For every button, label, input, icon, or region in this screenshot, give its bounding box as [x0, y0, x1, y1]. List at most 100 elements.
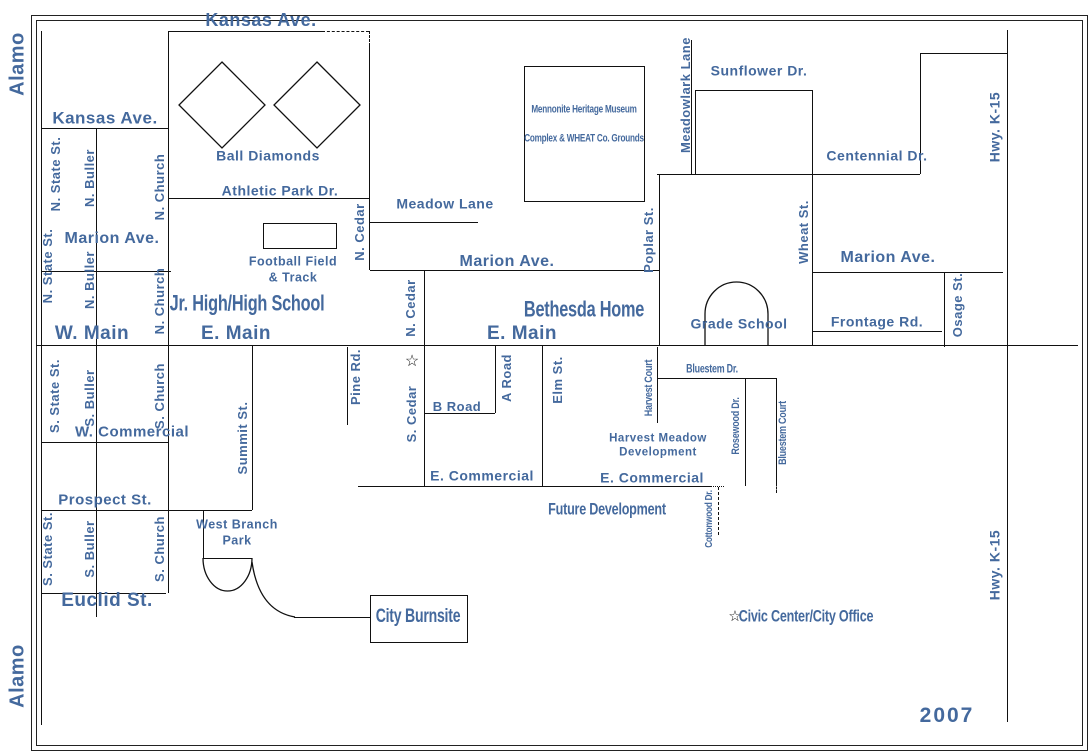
- sunflower-block-top-line: [695, 90, 812, 91]
- road-line-b-road: [424, 413, 495, 414]
- road-line-meadowlark-lane: [691, 40, 692, 174]
- place-label-civic-center: Civic Center/City Office: [738, 606, 874, 626]
- place-label-jr-high-school: Jr. High/High School: [169, 290, 325, 316]
- street-label-rosewood-dr: Rosewood Dr.: [730, 397, 743, 455]
- street-label-s-state-st-1: S. State St.: [46, 359, 62, 433]
- street-label-n-church-2: N. Church: [151, 267, 167, 335]
- road-line-centennial-jog: [920, 53, 921, 174]
- road-line-kansas-ave-west: [41, 128, 168, 129]
- civic-center-star-icon: ☆: [728, 608, 742, 625]
- road-line-cedar-south: [424, 270, 425, 486]
- road-line-n-cedar-north: [369, 46, 370, 270]
- road-line-rosewood-dr: [745, 378, 746, 486]
- sunflower-block-west-line: [695, 90, 696, 174]
- park-bottom-line: [203, 558, 252, 559]
- street-label-hwy-k15-bottom: Hwy. K-15: [986, 529, 1003, 601]
- road-line-n-cedar-dashed-top: [369, 31, 370, 46]
- map-year: 2007: [919, 703, 975, 727]
- street-label-poplar-st: Poplar St.: [640, 207, 656, 273]
- street-label-hwy-k15-top: Hwy. K-15: [986, 91, 1003, 163]
- street-label-n-church-1: N. Church: [151, 153, 167, 221]
- place-label-city-burnsite: City Burnsite: [375, 606, 461, 628]
- street-label-centennial-dr: Centennial Dr.: [826, 147, 928, 164]
- road-line-meadow-lane: [370, 222, 478, 223]
- street-label-e-main-2: E. Main: [486, 323, 558, 345]
- street-label-n-buller-2: N. Buller: [81, 251, 97, 309]
- street-label-harvest-court: Harvest Court: [643, 359, 656, 417]
- street-label-s-buller-1: S. Buller: [81, 369, 97, 427]
- museum-building-box: [524, 66, 645, 202]
- street-label-marion-ave-east: Marion Ave.: [840, 249, 936, 266]
- place-label-mennonite-museum: Mennonite Heritage Museum Complex & WHEA…: [524, 103, 644, 144]
- road-line-pine-rd: [347, 347, 348, 425]
- football-field-box: [263, 223, 337, 249]
- place-label-ball-diamonds: Ball Diamonds: [216, 147, 320, 164]
- street-label-w-main: W. Main: [54, 323, 130, 345]
- road-line-e-commercial-dotted: [710, 486, 724, 487]
- road-line-cottonwood-dr: [718, 487, 719, 535]
- street-label-e-commercial-2: E. Commercial: [600, 469, 704, 486]
- street-label-kansas-ave-top: Kansas Ave.: [205, 9, 317, 30]
- place-label-bethesda-home: Bethesda Home: [523, 296, 645, 322]
- street-label-a-road: A Road: [498, 353, 514, 403]
- street-label-meadow-lane: Meadow Lane: [396, 195, 494, 212]
- street-label-meadowlark-lane: Meadowlark Lane: [677, 37, 693, 153]
- street-label-cottonwood-dr: Cottonwood Dr.: [703, 490, 715, 548]
- map-border-outer: [31, 15, 1088, 751]
- street-label-e-commercial-1: E. Commercial: [430, 467, 534, 484]
- street-label-n-state-st-2: N. State St.: [39, 228, 55, 304]
- road-line-osage-st: [944, 272, 945, 347]
- street-label-b-road: B Road: [432, 398, 482, 414]
- street-label-athletic-park-dr: Athletic Park Dr.: [221, 182, 339, 199]
- street-label-marion-ave-mid: Marion Ave.: [459, 253, 555, 270]
- street-label-elm-st: Elm St.: [549, 356, 565, 404]
- road-line-summit-st: [252, 345, 253, 510]
- street-label-bluestem-dr: Bluestem Dr.: [686, 361, 738, 376]
- street-label-pine-rd: Pine Rd.: [347, 348, 363, 406]
- street-label-summit-st: Summit St.: [234, 401, 250, 475]
- street-label-s-church-2: S. Church: [151, 516, 167, 582]
- street-label-frontage-rd: Frontage Rd.: [830, 313, 924, 330]
- road-line-frontage-rd: [812, 331, 942, 332]
- road-line-athletic-park-dr: [168, 198, 369, 199]
- street-label-marion-ave-west: Marion Ave.: [64, 230, 160, 247]
- road-line-church-st: [168, 31, 169, 593]
- place-label-future-development: Future Development: [548, 499, 666, 519]
- place-label-harvest-meadow-development: Harvest Meadow Development: [609, 432, 707, 459]
- road-line-elm-st: [542, 345, 543, 486]
- street-label-euclid-st: Euclid St.: [61, 590, 153, 612]
- street-label-s-cedar: S. Cedar: [403, 385, 419, 443]
- road-line-centennial-dr-north: [920, 53, 1007, 54]
- road-line-wheat-st: [812, 90, 813, 345]
- street-label-kansas-ave-west: Kansas Ave.: [52, 108, 158, 128]
- road-line-hwy-k15: [1007, 30, 1008, 722]
- road-line-marion-ave-west: [41, 271, 171, 272]
- street-label-bluestem-court: Bluestem Court: [777, 401, 790, 465]
- street-label-w-commercial: W. Commercial: [74, 423, 190, 441]
- road-line-bluestem-dr: [657, 378, 776, 379]
- street-label-e-main-1: E. Main: [200, 323, 272, 345]
- athletic-park-top-line-dashed: [322, 31, 369, 32]
- street-label-s-church-1: S. Church: [151, 363, 167, 429]
- road-line-bluestem-court-dashed: [776, 483, 777, 493]
- map-border-inner: [36, 20, 1083, 746]
- road-line-marion-ave-east: [812, 272, 1003, 273]
- park-west-line: [203, 510, 204, 558]
- road-line-harvest-court: [657, 347, 658, 423]
- city-burnsite-box: [370, 595, 468, 643]
- road-line-buller-st: [96, 128, 97, 617]
- street-label-n-cedar-1: N. Cedar: [351, 203, 367, 261]
- road-line-poplar-st: [659, 174, 660, 345]
- place-label-west-branch-park: West Branch Park: [196, 517, 278, 547]
- athletic-park-top-line: [168, 31, 322, 32]
- road-line-w-commercial: [41, 442, 168, 443]
- street-label-wheat-st: Wheat St.: [795, 200, 811, 264]
- road-line-burnsite-access: [294, 617, 370, 618]
- street-label-prospect-st: Prospect St.: [58, 491, 152, 509]
- road-line-a-road: [495, 345, 496, 413]
- road-line-prospect-st: [41, 510, 252, 511]
- street-label-sunflower-dr: Sunflower Dr.: [710, 62, 808, 79]
- road-line-e-commercial: [358, 486, 710, 487]
- place-label-grade-school: Grade School: [690, 315, 788, 332]
- street-label-n-buller-1: N. Buller: [81, 149, 97, 207]
